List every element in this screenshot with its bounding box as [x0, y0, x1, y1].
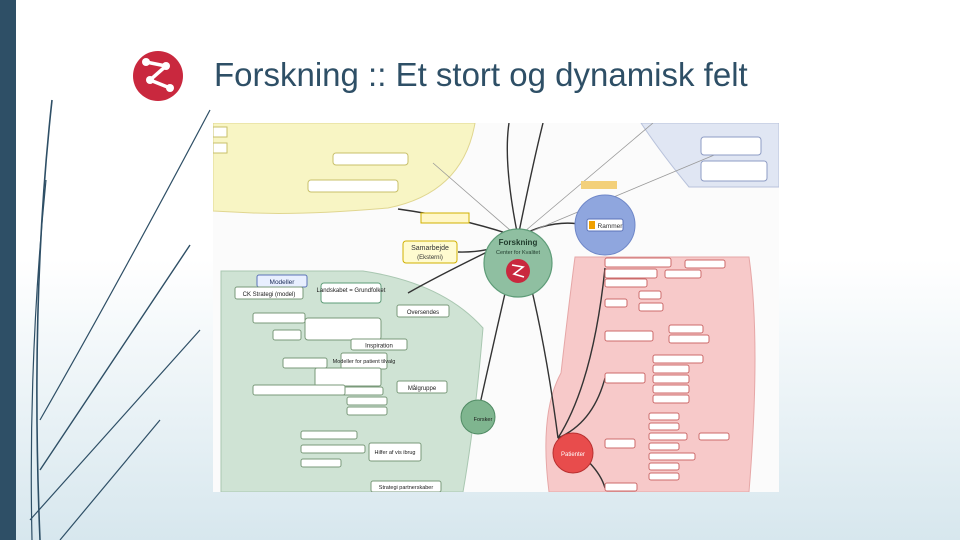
svg-text:Modeller: Modeller — [270, 279, 296, 286]
mindmap-canvas: Samarbejde (Eksterni) Rammer Forskning C… — [213, 123, 779, 492]
red-branch-items: Patienter — [552, 257, 730, 492]
svg-text:Samarbejde: Samarbejde — [411, 245, 449, 252]
svg-text:Strategi partnerskaber: Strategi partnerskaber — [379, 485, 434, 491]
svg-text:Rammer: Rammer — [598, 223, 624, 230]
svg-text:Center for Kvalitet: Center for Kvalitet — [496, 250, 540, 256]
node-samarbejde: Samarbejde (Eksterni) — [402, 240, 458, 264]
svg-text:Oversendes: Oversendes — [407, 310, 439, 316]
svg-text:Patienter: Patienter — [561, 452, 585, 458]
svg-text:Målgruppe: Målgruppe — [408, 385, 437, 392]
svg-text:Modeller for patient tilvalg: Modeller for patient tilvalg — [333, 359, 396, 365]
node-forskning-center: Forskning Center for Kvalitet — [483, 228, 553, 298]
mindmap-screenshot: Samarbejde (Eksterni) Rammer Forskning C… — [213, 123, 779, 492]
svg-text:Landskabet = Grundfolket: Landskabet = Grundfolket — [317, 288, 386, 294]
node-rammer: Rammer — [574, 194, 636, 256]
svg-text:Hilfer af vis ibrug: Hilfer af vis ibrug — [375, 450, 416, 456]
share-network-icon — [133, 51, 183, 101]
left-accent-bar — [0, 0, 16, 540]
blue-branch-items — [700, 136, 768, 182]
slide-title: Forskning :: Et stort og dynamisk felt — [214, 56, 748, 93]
svg-text:Forsker: Forsker — [474, 417, 493, 423]
svg-text:Inspiration: Inspiration — [365, 344, 393, 350]
yellow-branch-items — [213, 126, 617, 224]
svg-text:(Eksterni): (Eksterni) — [417, 255, 443, 261]
yellow-region — [213, 123, 476, 214]
svg-text:Forskning: Forskning — [499, 238, 538, 247]
svg-text:CK Strategi (model): CK Strategi (model) — [243, 292, 296, 298]
green-branch-items: Modeller CK Strategi (model) Landskabet … — [234, 274, 496, 492]
